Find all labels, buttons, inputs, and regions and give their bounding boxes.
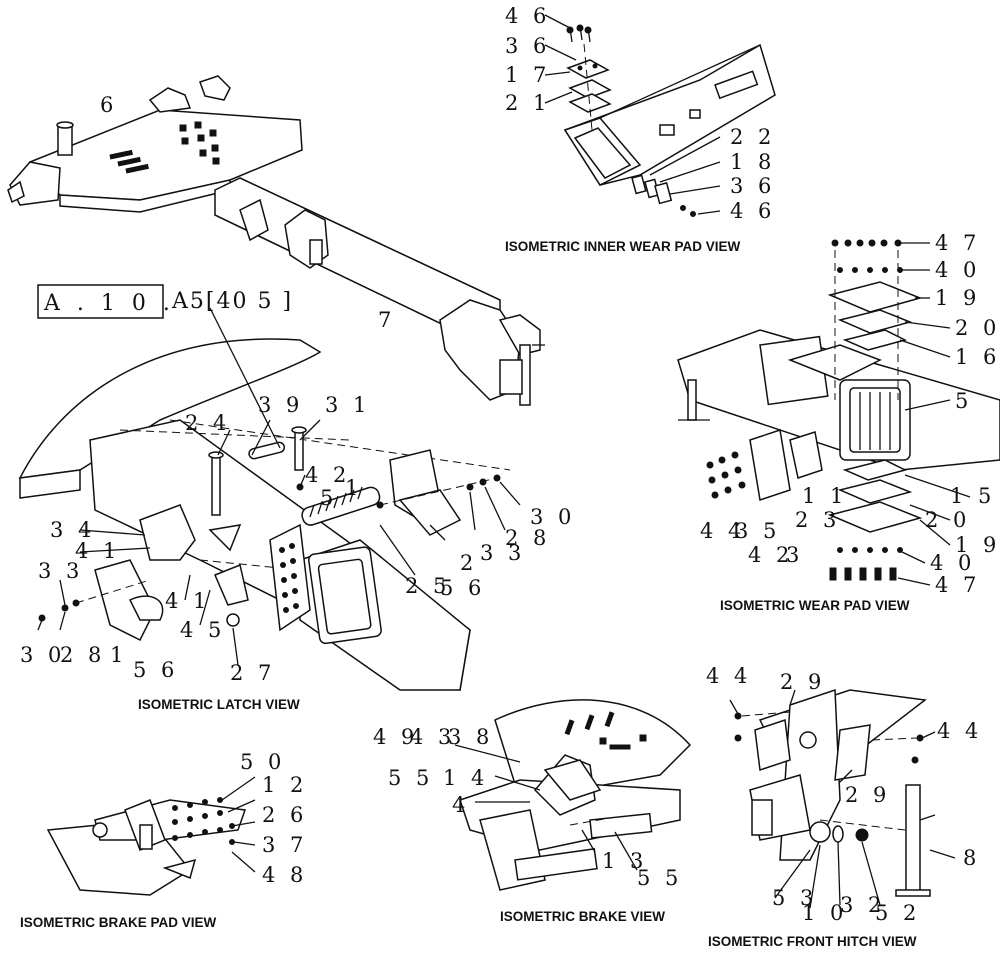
callout: 7 — [378, 308, 395, 332]
callout: 4 4 — [700, 519, 745, 543]
callout: 1 4 — [443, 766, 488, 790]
callout: 1 8 — [730, 150, 775, 174]
callout: 2 0 — [925, 508, 970, 532]
view-title-front-hitch: ISOMETRIC FRONT HITCH VIEW — [708, 934, 917, 949]
callout: 2 — [460, 551, 477, 575]
callout: 5 3 — [772, 886, 817, 910]
callout: 6 — [100, 93, 117, 117]
callout: 2 2 — [730, 125, 775, 149]
callout: 3 4 — [50, 518, 95, 542]
callout: 2 3 — [795, 508, 840, 532]
callouts-wear-pad: 4 7 4 0 1 9 2 0 1 6 5 1 5 2 0 1 9 4 0 4 … — [700, 231, 1000, 597]
callout: 1 9 — [935, 286, 980, 310]
callout: 1 — [110, 643, 127, 667]
callout: 3 — [786, 543, 803, 567]
reference-box-text: A . 1 0 . — [43, 291, 175, 316]
brake-assembly — [454, 699, 692, 891]
front-hitch-assembly — [729, 688, 956, 909]
callout: 4 1 — [165, 589, 210, 613]
callout: 3 7 — [262, 833, 307, 857]
view-title-inner-wear-pad: ISOMETRIC INNER WEAR PAD VIEW — [505, 239, 741, 254]
view-title-brake-pad: ISOMETRIC BRAKE PAD VIEW — [20, 915, 217, 930]
callout: 1 7 — [505, 63, 550, 87]
callout: 4 0 — [930, 551, 975, 575]
callout: 2 5 — [405, 574, 450, 598]
view-title-wear-pad: ISOMETRIC WEAR PAD VIEW — [720, 598, 910, 613]
callout: 3 9 — [258, 393, 303, 417]
callout: 3 1 — [325, 393, 370, 417]
callout: 4 4 — [706, 664, 751, 688]
callout: 4 7 — [935, 231, 980, 255]
callout: 5 0 — [240, 750, 285, 774]
callout: 1 — [345, 476, 362, 500]
callout: 5 2 — [875, 901, 920, 925]
callout: 1 3 — [602, 849, 647, 873]
reference-code: A5[40 5 ] — [171, 289, 293, 314]
callout: 4 — [452, 793, 469, 817]
callout: 5 — [955, 389, 972, 413]
wear-pad-assembly — [677, 239, 1000, 586]
view-title-latch: ISOMETRIC LATCH VIEW — [138, 697, 300, 712]
callout: 5 — [320, 486, 337, 510]
callout: 3 8 — [448, 725, 493, 749]
callout: 3 3 — [480, 541, 525, 565]
callout: 2 7 — [230, 661, 275, 685]
callout: 5 6 — [133, 658, 178, 682]
callout: 4 4 — [937, 719, 982, 743]
callout: 4 7 — [935, 573, 980, 597]
callouts-latch: 3 9 3 1 2 4 4 2 5 1 3 4 4 1 3 3 3 0 2 8 … — [20, 393, 575, 685]
callout: 4 5 — [180, 618, 225, 642]
callouts-brake: 4 9 4 3 3 8 5 5 1 4 4 1 3 5 5 — [373, 725, 682, 890]
main-tongue-assembly — [7, 75, 545, 406]
callout: 4 3 — [410, 725, 455, 749]
callout: 4 6 — [505, 4, 550, 28]
callouts-main: 6 7 — [100, 93, 395, 332]
reference-callout: A . 1 0 . A5[40 5 ] — [37, 284, 293, 319]
callout: 2 1 — [505, 91, 550, 115]
callout: 5 6 — [440, 576, 485, 600]
callout: 1 6 — [955, 345, 1000, 369]
callout: 3 0 — [20, 643, 65, 667]
inner-wear-pad-assembly — [544, 14, 776, 217]
callout: 2 9 — [780, 670, 825, 694]
reference-box — [37, 284, 164, 319]
view-title-brake: ISOMETRIC BRAKE VIEW — [500, 909, 665, 924]
callouts-front-hitch: 4 4 2 9 4 4 2 9 8 5 3 1 0 3 2 5 2 — [706, 664, 982, 925]
callout: 1 5 — [950, 484, 995, 508]
callout: 1 9 — [955, 533, 1000, 557]
callout: 4 1 — [75, 539, 120, 563]
callout: 4 0 — [935, 258, 980, 282]
callout: 8 — [963, 846, 980, 870]
callouts-inner-wear-pad: 4 6 3 6 1 7 2 1 2 2 1 8 3 6 4 6 — [505, 4, 775, 223]
callout: 5 5 — [388, 766, 433, 790]
callout: 4 2 — [748, 543, 793, 567]
view-titles: ISOMETRIC INNER WEAR PAD VIEW ISOMETRIC … — [20, 239, 917, 949]
callout: 4 9 — [373, 725, 418, 749]
callout: 2 0 — [955, 316, 1000, 340]
callout: 2 8 — [505, 526, 550, 550]
callout: 1 0 — [802, 901, 847, 925]
callout: 3 6 — [730, 174, 775, 198]
callout: 3 0 — [530, 505, 575, 529]
callout: 2 8 — [60, 643, 105, 667]
callout: 3 2 — [840, 893, 885, 917]
callout: 2 4 — [185, 411, 230, 435]
callout: 4 2 — [305, 463, 350, 487]
callouts-brake-pad: 5 0 1 2 2 6 3 7 4 8 — [240, 750, 307, 887]
callout: 3 6 — [505, 34, 550, 58]
callout: 1 1 — [802, 484, 847, 508]
callout: 4 8 — [262, 863, 307, 887]
callout: 1 2 — [262, 773, 307, 797]
callout: 2 6 — [262, 803, 307, 827]
callout: 3 3 — [38, 559, 83, 583]
latch-assembly — [18, 307, 521, 692]
callout: 4 6 — [730, 199, 775, 223]
brake-pad-assembly — [46, 776, 256, 896]
callout: 2 9 — [845, 783, 890, 807]
callout: 5 5 — [637, 866, 682, 890]
callout: 3 5 — [735, 519, 780, 543]
